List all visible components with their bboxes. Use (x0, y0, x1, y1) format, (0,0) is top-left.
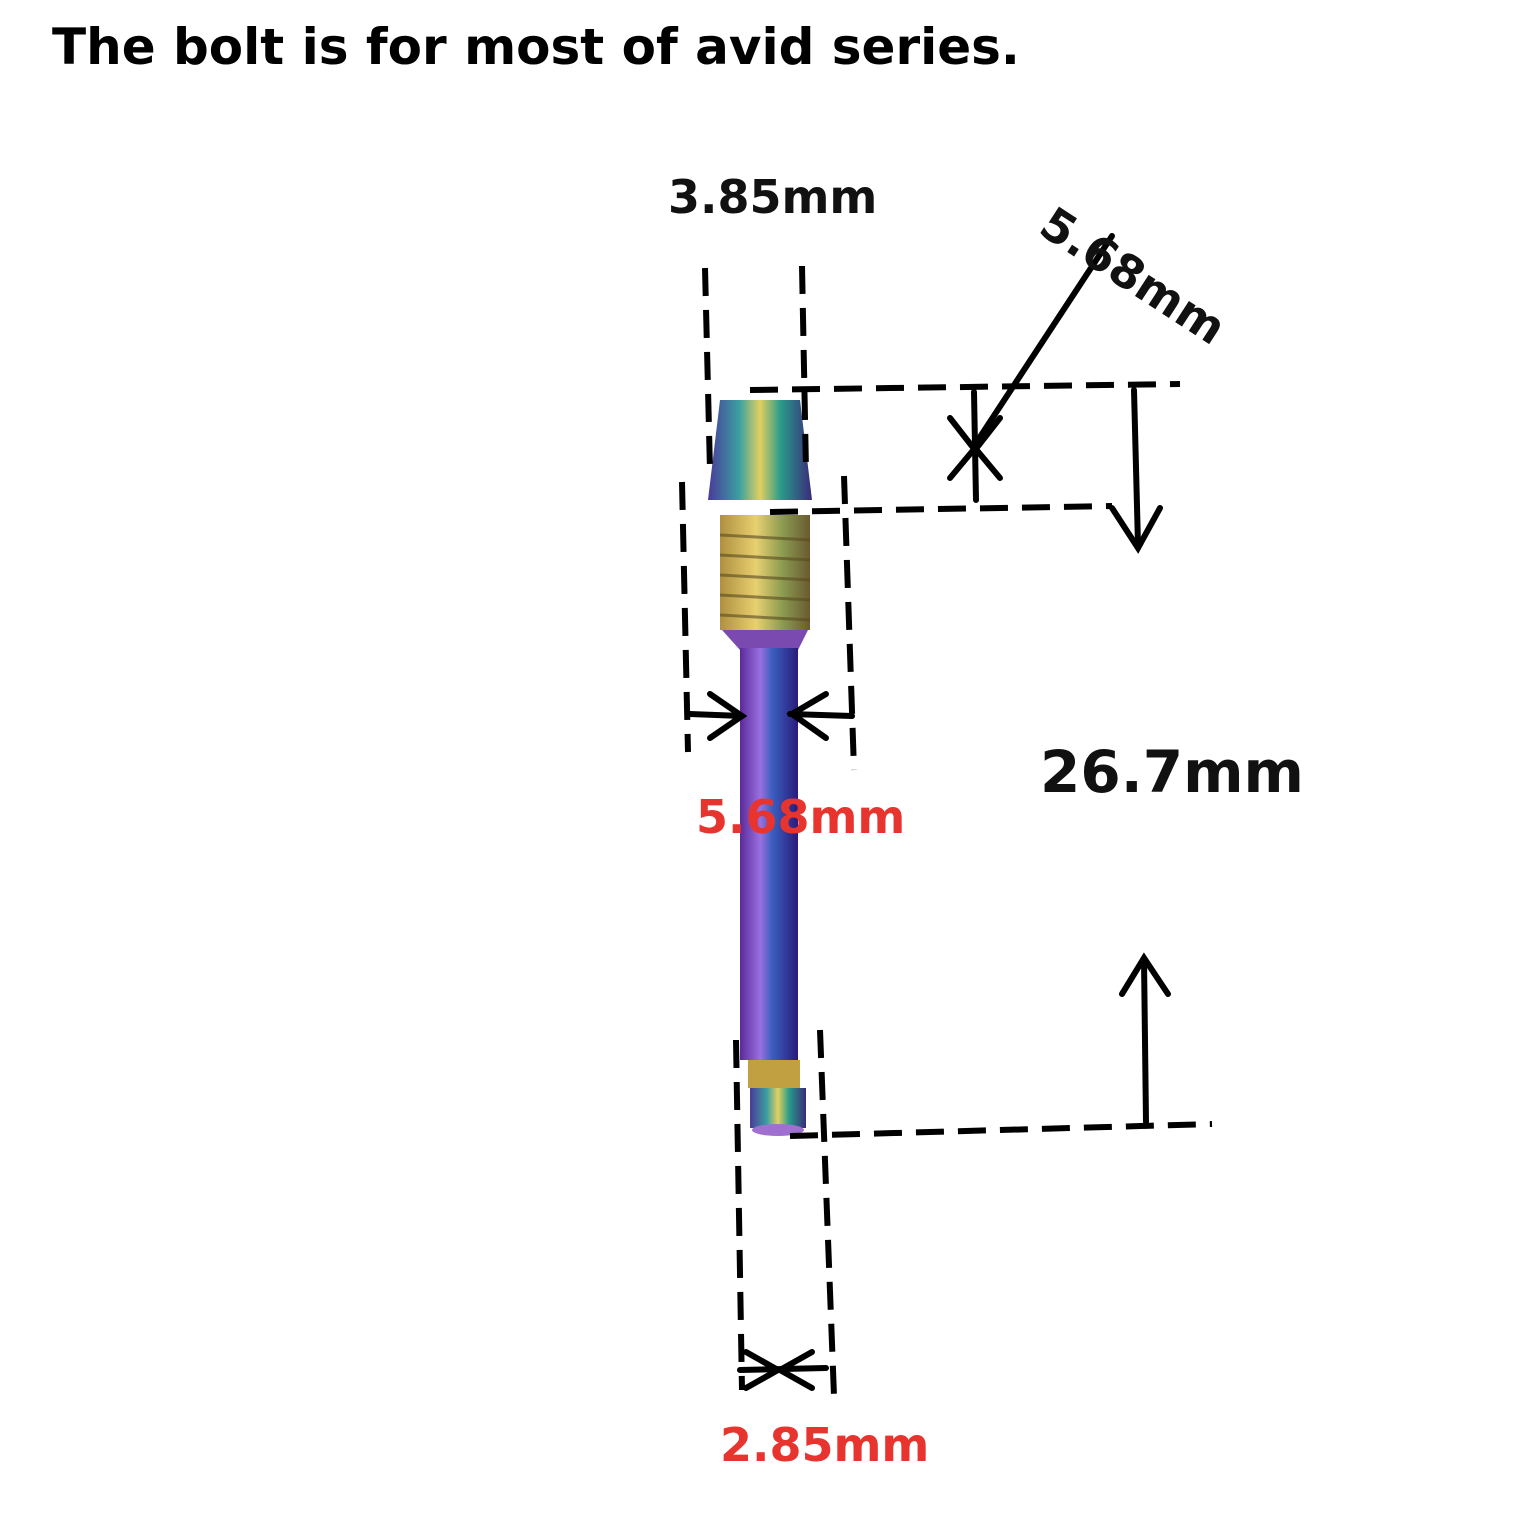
dim-line-thread-right (841, 475, 857, 771)
dim-line-thread-left (679, 481, 691, 753)
label-thread-diameter: 5.68mm (696, 790, 906, 844)
bolt-head (708, 400, 812, 500)
thread-arrow-left-line (687, 711, 745, 719)
dim-line-head-top (749, 381, 1181, 393)
dim-line-head-bottom (769, 503, 1113, 515)
bolt-groove (748, 1060, 800, 1088)
thread-lines (719, 533, 811, 622)
dim-line-top-left (702, 267, 713, 471)
label-total-length: 26.7mm (1040, 738, 1304, 806)
dim-line-bottom (789, 1121, 1213, 1139)
dim-line-tip-left (733, 1039, 745, 1391)
dim-line-tip-right (817, 1029, 837, 1397)
head-height-leader (975, 233, 1115, 443)
diagram-heading: The bolt is for most of avid series. (52, 18, 1020, 76)
label-top-width: 3.85mm (668, 170, 878, 224)
thread-arrow-right-head (786, 691, 829, 741)
dim-line-top-right (799, 265, 809, 471)
head-height-arrow-up (947, 443, 1003, 481)
tip-arrow-right-head (773, 1349, 815, 1391)
thread-arrow-left-head (707, 691, 748, 741)
bolt-illustration (708, 400, 812, 1136)
bolt-thread (720, 515, 810, 630)
label-tip-diameter: 2.85mm (720, 1418, 930, 1472)
bolt-taper (722, 630, 808, 650)
length-arrow-top-line (1131, 387, 1141, 548)
bolt-tip (750, 1088, 806, 1128)
bolt-shaft (740, 648, 798, 1060)
length-arrow-top-head (1109, 505, 1163, 554)
length-arrow-bottom-line (1141, 957, 1149, 1125)
length-arrow-bottom-head (1119, 952, 1171, 997)
thread-arrow-right-line (787, 711, 855, 719)
